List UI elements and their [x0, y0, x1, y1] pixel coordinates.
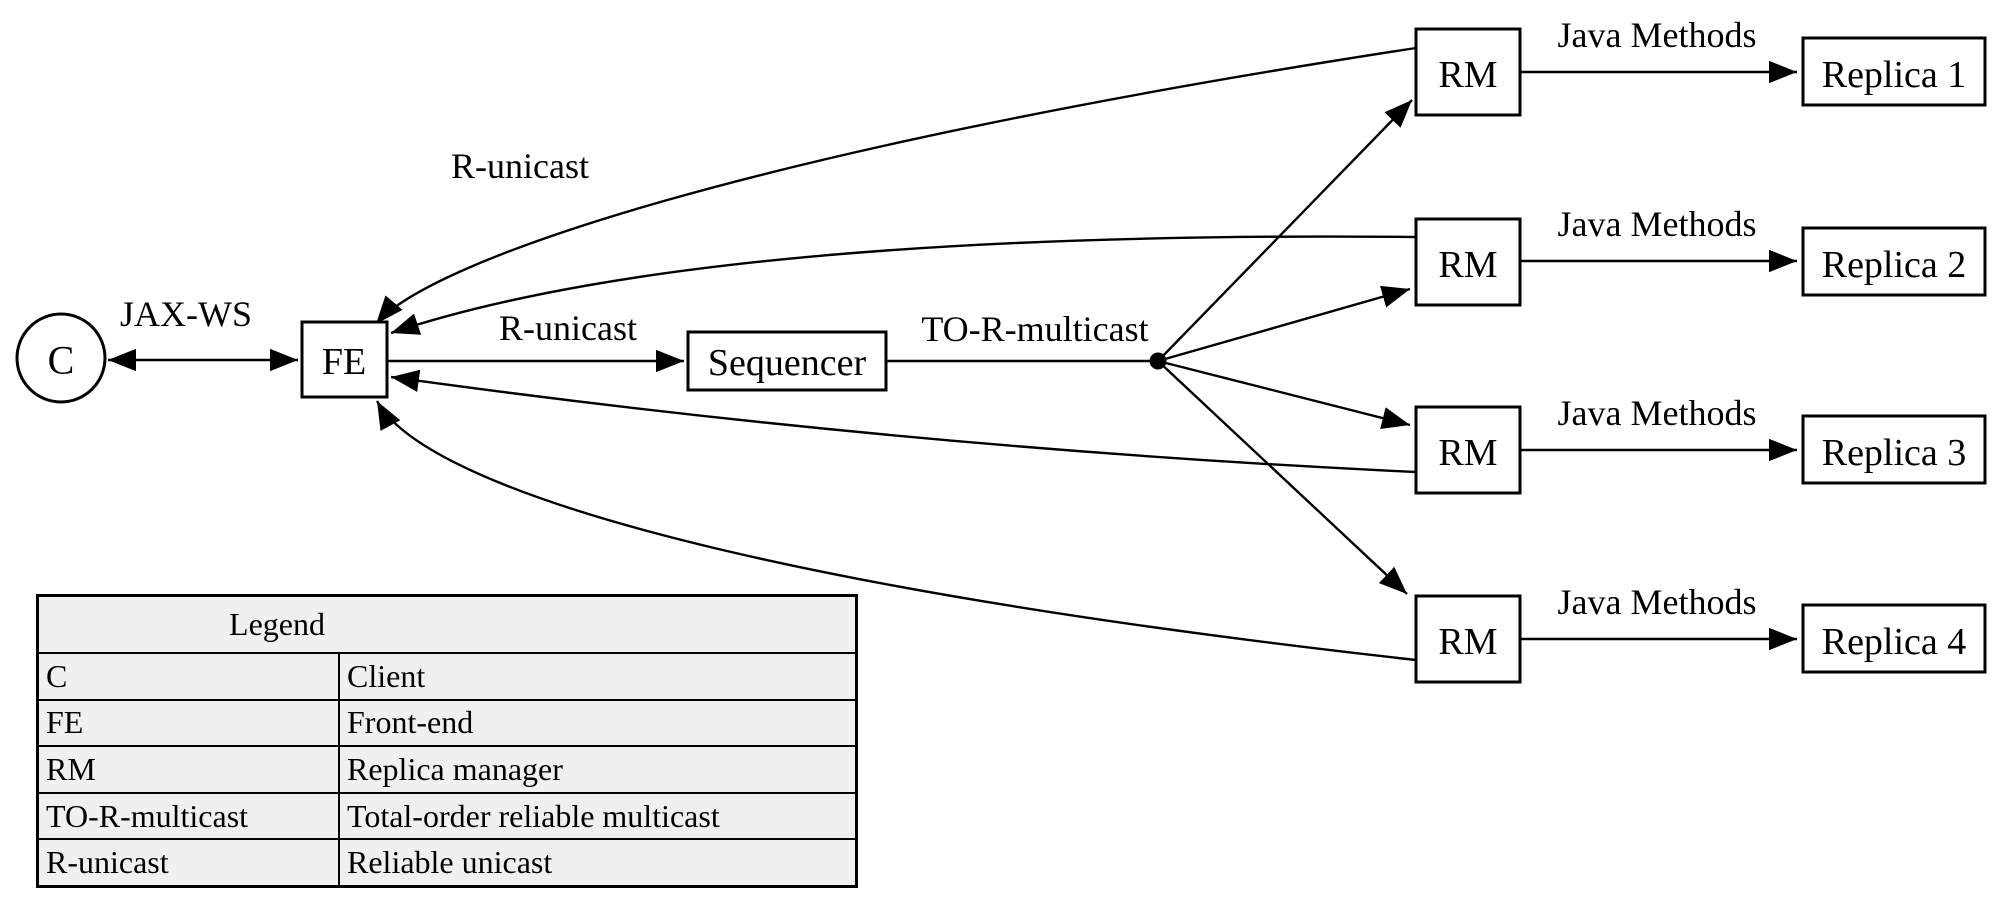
rm-node-4: [1414, 594, 1522, 684]
edge-label-r-unicast-top: R-unicast: [451, 146, 589, 186]
edge-label-java-methods-2: Java Methods: [1558, 204, 1757, 244]
edge-rm4-fe-return: [375, 400, 1417, 662]
legend-row-to-r-multicast: TO-R-multicast Total-order reliable mult…: [39, 791, 855, 839]
rm-node-2-label: RM: [1438, 244, 1497, 286]
replica-node-4: [1801, 603, 1987, 674]
replica-node-2-label: Replica 2: [1822, 244, 1967, 286]
rm-node-2: [1414, 217, 1522, 307]
rm-node-3: [1414, 405, 1522, 495]
legend-row-replica-manager: RM Replica manager: [39, 745, 855, 792]
legend-table: Legend C Client FE Front-end RM Replica …: [36, 594, 858, 888]
front-end-node: [300, 320, 389, 399]
legend-term: TO-R-multicast: [46, 797, 249, 834]
rm-node-4-label: RM: [1438, 621, 1497, 663]
edge-label-jax-ws: JAX-WS: [120, 294, 252, 334]
legend-header: Legend: [39, 597, 855, 652]
edge-label-r-unicast-mid: R-unicast: [499, 308, 637, 348]
legend-description: Client: [338, 654, 855, 699]
sequencer-node-label: Sequencer: [708, 342, 867, 384]
client-node-label: C: [48, 338, 75, 383]
legend-title: Legend: [229, 606, 325, 642]
legend-description: Total-order reliable multicast: [338, 793, 855, 839]
edge-label-java-methods-4: Java Methods: [1558, 582, 1757, 622]
multicast-point: [1149, 352, 1167, 370]
edge-multicast-rm1: [1157, 99, 1413, 362]
legend-term: RM: [46, 750, 96, 787]
client-node: [15, 312, 107, 404]
legend-description: Reliable unicast: [338, 840, 855, 885]
edge-label-java-methods-3: Java Methods: [1558, 393, 1757, 433]
replica-node-3-label: Replica 3: [1822, 432, 1967, 474]
edge-rm3-fe-return: [390, 369, 1417, 474]
edge-label-to-r-multicast: TO-R-multicast: [921, 309, 1148, 349]
legend-term: C: [46, 657, 68, 694]
rm-node-1: [1414, 27, 1522, 117]
legend-description: Replica manager: [338, 747, 855, 792]
legend-row-client: C Client: [39, 652, 855, 699]
replica-node-4-label: Replica 4: [1822, 621, 1967, 663]
rm-node-1-label: RM: [1438, 54, 1497, 96]
edge-multicast-rm4: [1157, 360, 1408, 595]
edge-multicast-rm3: [1157, 359, 1411, 429]
edge-rm1-fe-return: [375, 46, 1417, 325]
replica-node-3: [1801, 414, 1987, 485]
legend-term: R-unicast: [46, 844, 169, 881]
sequencer-node: [686, 330, 888, 392]
edge-multicast-rm2: [1157, 285, 1411, 363]
replica-node-1-label: Replica 1: [1822, 54, 1967, 96]
legend-row-r-unicast: R-unicast Reliable unicast: [39, 838, 855, 885]
rm-node-3-label: RM: [1438, 432, 1497, 474]
edge-label-java-methods-1: Java Methods: [1558, 15, 1757, 55]
edge-rm2-fe-return: [390, 235, 1417, 335]
replica-node-1: [1801, 36, 1987, 107]
replica-node-2: [1801, 226, 1987, 297]
legend-term: FE: [46, 704, 84, 741]
legend-row-front-end: FE Front-end: [39, 698, 855, 746]
front-end-node-label: FE: [322, 341, 366, 383]
legend-description: Front-end: [338, 700, 855, 746]
